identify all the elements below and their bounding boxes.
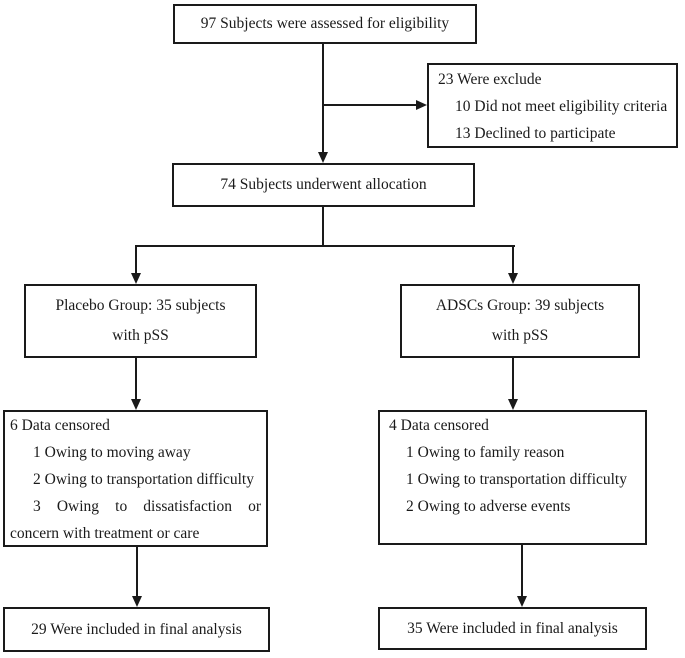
adscs-censored-line: 4 Data censored [389, 417, 489, 434]
placebo-group-line: Placebo Group: 35 subjects [55, 297, 226, 314]
box-adscs-censored: 4 Data censored 1 Owing to family reason… [378, 410, 647, 545]
arrowhead-into-placebo-final [132, 596, 142, 607]
adscs-censored-line: 2 Owing to adverse events [406, 498, 571, 515]
placebo-final-text: 29 Were included in final analysis [31, 620, 242, 638]
box-placebo-group: Placebo Group: 35 subjects with pSS [24, 284, 257, 358]
connector-allocation-to-split [322, 207, 324, 247]
placebo-censored-line: 3 Owing to dissatisfaction or [33, 498, 261, 515]
adscs-group-line: with pSS [491, 327, 549, 344]
box-placebo-censored: 6 Data censored 1 Owing to moving away 2… [3, 410, 268, 547]
connector-placebo-censored-to-final [136, 547, 138, 597]
arrowhead-into-placebo-censored [131, 399, 141, 410]
placebo-group-line: with pSS [112, 327, 169, 344]
arrowhead-into-adscs-censored [508, 399, 518, 410]
connector-to-excluded [322, 104, 416, 106]
excluded-line: 13 Declined to participate [455, 125, 616, 142]
box-assessed-for-eligibility: 97 Subjects were assessed for eligibilit… [173, 4, 477, 44]
connector-split-to-placebo-group [135, 245, 137, 274]
assessed-text: 97 Subjects were assessed for eligibilit… [200, 15, 450, 32]
box-allocation: 74 Subjects underwent allocation [172, 163, 475, 207]
connector-split-horizontal [135, 245, 515, 247]
box-adscs-group: ADSCs Group: 39 subjects with pSS [400, 284, 640, 358]
adscs-group-line: ADSCs Group: 39 subjects [435, 297, 605, 314]
arrowhead-into-allocation [318, 152, 328, 163]
placebo-censored-line: 2 Owing to transportation difficulty [33, 471, 254, 488]
connector-split-to-adscs-group [512, 245, 514, 274]
excluded-line: 10 Did not meet eligibility criteria [455, 98, 668, 115]
arrowhead-into-excluded [416, 100, 427, 110]
adscs-censored-line: 1 Owing to transportation difficulty [406, 471, 627, 488]
adscs-final-text: 35 Were included in final analysis [407, 619, 618, 637]
placebo-censored-line: 6 Data censored [10, 417, 110, 434]
connector-placebo-group-to-censored [135, 358, 137, 400]
arrowhead-into-adscs-group [508, 273, 518, 284]
connector-assessed-to-allocation [322, 44, 324, 154]
arrowhead-into-placebo-group [131, 273, 141, 284]
connector-adscs-censored-to-final [521, 545, 523, 597]
arrowhead-into-adscs-final [517, 596, 527, 607]
placebo-censored-line: 1 Owing to moving away [33, 444, 191, 461]
connector-adscs-group-to-censored [512, 358, 514, 400]
adscs-censored-line: 1 Owing to family reason [406, 444, 565, 461]
box-excluded: 23 Were exclude 10 Did not meet eligibil… [427, 63, 678, 148]
excluded-line: 23 Were exclude [438, 71, 542, 88]
box-adscs-final-analysis: 35 Were included in final analysis [378, 607, 647, 650]
allocation-text: 74 Subjects underwent allocation [220, 176, 427, 193]
box-placebo-final-analysis: 29 Were included in final analysis [3, 607, 270, 652]
placebo-censored-line: concern with treatment or care [10, 525, 200, 542]
